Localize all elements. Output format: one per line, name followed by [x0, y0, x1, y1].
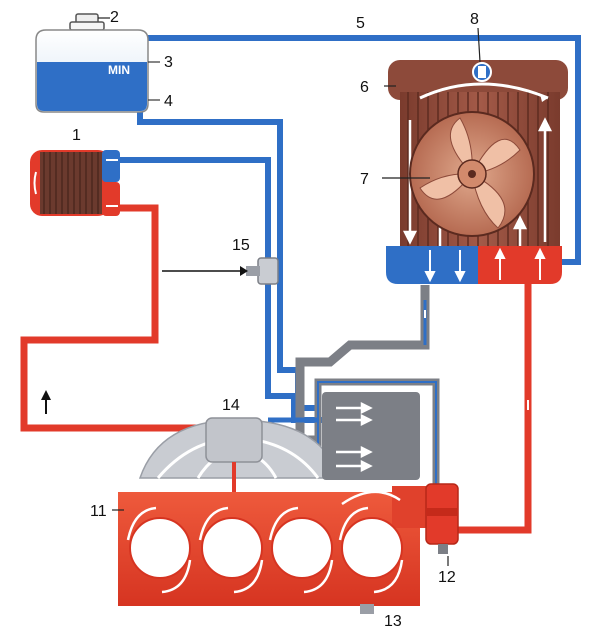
thermostat-housing: [322, 392, 420, 480]
label-5: 5: [356, 15, 365, 32]
label-12: 12: [438, 569, 456, 586]
label-11: 11: [90, 503, 107, 520]
cylinder-3: [271, 517, 333, 579]
label-15: 15: [232, 237, 250, 254]
label-13: 13: [384, 613, 402, 630]
radiator-hot-tank: [478, 246, 562, 284]
label-1: 1: [72, 127, 81, 144]
radiator: [386, 60, 568, 284]
coolant-temp-sensor: [425, 483, 459, 554]
flow-arrow: [41, 390, 51, 414]
label-14: 14: [222, 397, 240, 414]
heater-core: [30, 150, 120, 216]
label-3: 3: [164, 54, 173, 71]
intake-manifold: [138, 417, 342, 500]
heater-valve: [162, 257, 279, 285]
pipe-5-overflow: [140, 35, 581, 265]
label-6: 6: [360, 79, 369, 96]
radiator-cold-tank: [386, 246, 478, 284]
cylinder-2: [201, 517, 263, 579]
cylinder-4: [341, 517, 403, 579]
label-4: 4: [164, 93, 173, 110]
pipe-hot-to-heater: [20, 204, 208, 432]
label-8: 8: [470, 11, 479, 28]
pipe-reservoir-to-thermostat: [137, 110, 320, 411]
label-2: 2: [110, 9, 119, 26]
engine-block: [118, 486, 426, 614]
cylinder-1: [129, 517, 191, 579]
expansion-tank: MIN: [35, 13, 160, 113]
drain-plug: [360, 604, 374, 614]
radiator-fan: [409, 111, 535, 237]
pipe-hot-to-radiator: [455, 270, 532, 534]
pipe-heater-return: [120, 157, 322, 423]
min-mark: MIN: [108, 63, 130, 77]
label-7: 7: [360, 171, 369, 188]
manifold-heater-block: [205, 417, 263, 463]
